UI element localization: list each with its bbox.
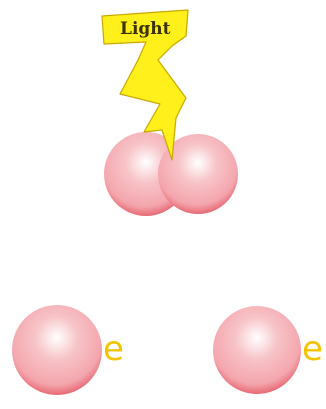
electron-right-label: e (302, 329, 323, 369)
electron-left-label: e (103, 329, 124, 369)
molecule-atom-right (158, 134, 238, 214)
ion-right: e (213, 306, 323, 394)
light-label: Light (120, 19, 171, 39)
lightning-bolt: Light (101, 9, 189, 161)
ion-left: e (12, 305, 124, 395)
ion-left-atom (12, 305, 102, 395)
molecule (104, 132, 238, 216)
ion-right-atom (213, 306, 301, 394)
lightning-bolt-shape (101, 9, 189, 161)
